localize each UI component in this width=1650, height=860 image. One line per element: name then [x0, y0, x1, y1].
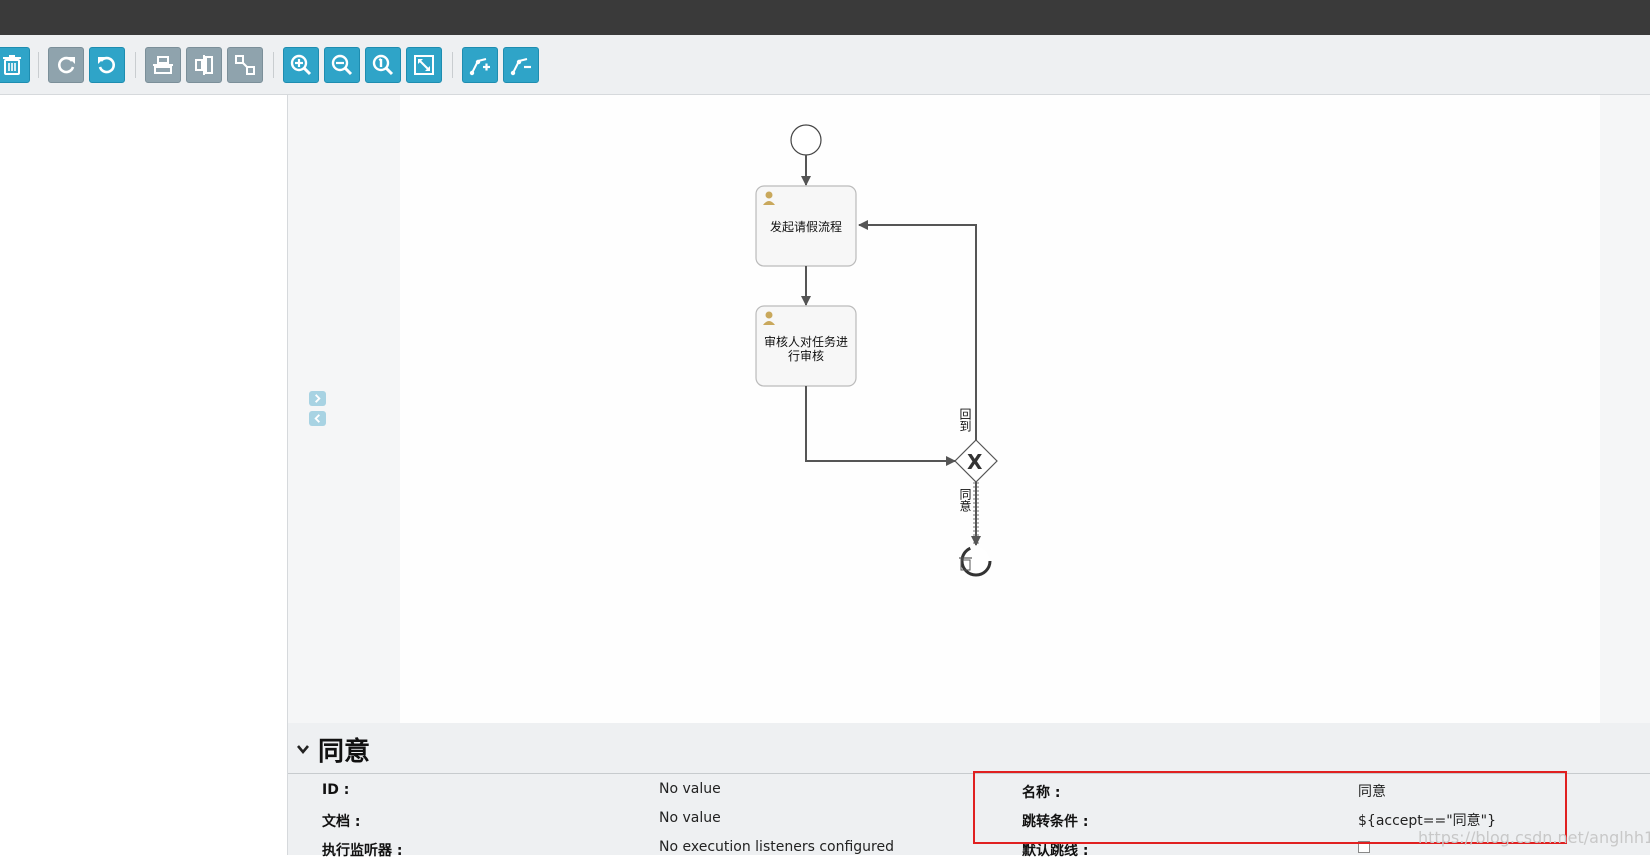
- highlight-box: [973, 771, 1567, 844]
- property-label-id: ID :: [322, 782, 350, 798]
- property-value-name[interactable]: 同意: [1358, 784, 1386, 800]
- undo-button[interactable]: [89, 47, 125, 83]
- end-event[interactable]: [960, 545, 992, 577]
- remove-bendpoint-button[interactable]: [503, 47, 539, 83]
- property-value-listeners[interactable]: No execution listeners configured: [659, 839, 894, 855]
- delete-button[interactable]: [0, 47, 30, 83]
- remove-bendpoint-icon: [510, 58, 531, 76]
- properties-title: 同意: [318, 736, 371, 767]
- zoom-out-icon: [331, 54, 353, 76]
- trash-icon: [3, 55, 21, 75]
- properties-panel: [288, 723, 1650, 855]
- zoom-fit-button[interactable]: [406, 47, 442, 83]
- toolbar-separator: [273, 52, 274, 78]
- property-label-condition: 跳转条件 :: [1022, 814, 1089, 830]
- diagram-canvas[interactable]: [400, 95, 1600, 723]
- add-bendpoint-icon: [469, 58, 490, 76]
- align-horizontal-button[interactable]: [145, 47, 181, 83]
- add-bendpoint-button[interactable]: [462, 47, 498, 83]
- align-horizontal-icon: [153, 56, 173, 74]
- zoom-out-button[interactable]: [324, 47, 360, 83]
- zoom-in-button[interactable]: [283, 47, 319, 83]
- redo-button[interactable]: [48, 47, 84, 83]
- property-value-documentation[interactable]: No value: [659, 810, 721, 826]
- redo-icon: [58, 56, 75, 74]
- property-value-id[interactable]: No value: [659, 781, 721, 797]
- user-icon: [763, 191, 775, 205]
- task-label: 发起请假流程: [769, 220, 842, 234]
- default-flow-checkbox[interactable]: [1358, 841, 1370, 853]
- watermark: https://blog.csdn.net/anglhh123: [1418, 828, 1650, 847]
- reject-flow-label[interactable]: 回到: [958, 408, 972, 432]
- task-label-line: 行审核: [787, 349, 824, 363]
- task-label: 审核人对任务进 行审核: [756, 335, 856, 363]
- app-header-bar: [0, 0, 1650, 35]
- property-value-condition[interactable]: ${accept=="同意"}: [1358, 813, 1497, 829]
- align-vertical-button[interactable]: [186, 47, 222, 83]
- property-label-listeners: 执行监听器 :: [322, 843, 403, 859]
- property-label-name: 名称 :: [1022, 785, 1061, 801]
- properties-header[interactable]: 同意: [296, 729, 370, 769]
- toolbar-separator: [135, 52, 136, 78]
- palette-panel: [0, 95, 288, 855]
- user-icon: [763, 311, 775, 325]
- editor-toolbar: [0, 35, 1650, 95]
- align-vertical-icon: [195, 55, 213, 75]
- start-event[interactable]: [790, 124, 822, 156]
- zoom-in-icon: [290, 54, 312, 76]
- gateway-x-icon: X: [967, 450, 983, 474]
- same-size-icon: [235, 55, 255, 75]
- toolbar-separator: [452, 52, 453, 78]
- chevron-right-icon: [315, 394, 321, 403]
- same-size-button[interactable]: [227, 47, 263, 83]
- zoom-fit-icon: [414, 55, 434, 75]
- toolbar-separator: [38, 52, 39, 78]
- expand-panel-button[interactable]: [309, 391, 326, 406]
- zoom-actual-icon: [372, 54, 394, 76]
- undo-icon: [98, 56, 115, 74]
- approve-flow-label[interactable]: 同意: [958, 488, 972, 512]
- divider: [288, 773, 1650, 774]
- chevron-left-icon: [314, 414, 320, 423]
- collapse-panel-button[interactable]: [309, 411, 326, 426]
- zoom-actual-button[interactable]: [365, 47, 401, 83]
- task-label-line: 审核人对任务进: [763, 335, 848, 349]
- chevron-down-icon: [296, 738, 312, 760]
- property-label-documentation: 文档 :: [322, 814, 361, 830]
